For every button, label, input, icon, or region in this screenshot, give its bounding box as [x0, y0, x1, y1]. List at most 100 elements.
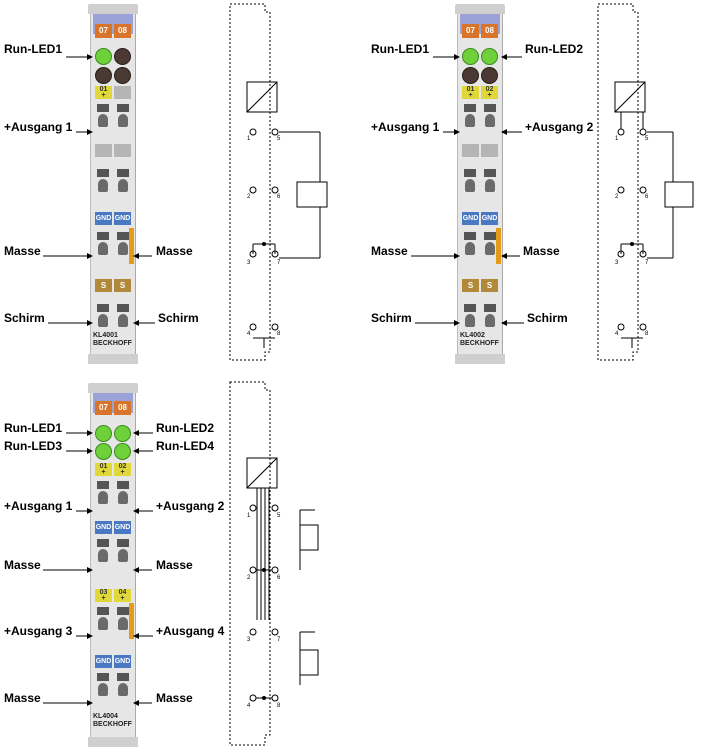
pin-number: 4 [247, 331, 251, 337]
pin-number: 3 [615, 260, 619, 266]
label-ausgang2: +Ausgang 2 [156, 499, 225, 513]
label-run-led1: Run-LED1 [371, 42, 429, 56]
terminal-contact[interactable] [462, 304, 478, 328]
run-led-1 [95, 425, 112, 442]
run-led-3 [95, 443, 112, 460]
header-tag: 07 [462, 24, 479, 38]
tag-num: 03 [99, 589, 108, 596]
side-strip [129, 603, 134, 639]
top-cap [455, 4, 505, 14]
pin-number: 8 [277, 703, 281, 709]
led-off [481, 67, 498, 84]
terminal-contact[interactable] [115, 169, 131, 193]
pin-number: 6 [645, 194, 649, 200]
pin-number: 1 [247, 136, 251, 142]
isolation-symbol [246, 81, 278, 113]
terminal-contact[interactable] [482, 304, 498, 328]
brand-label: BECKHOFF [93, 340, 132, 347]
tag-sign: + [101, 469, 106, 476]
blank-tag [95, 144, 112, 157]
model-label: KL4004 [93, 713, 118, 720]
label-masse-right: Masse [156, 558, 193, 572]
terminal-point [271, 323, 279, 331]
output-tag: 01+ [95, 86, 112, 99]
terminal-contact[interactable] [115, 607, 131, 631]
label-schirm-right: Schirm [527, 311, 568, 325]
label-ausgang3: +Ausgang 3 [4, 624, 73, 638]
terminal-contact[interactable] [95, 539, 111, 563]
outline [229, 381, 271, 746]
pin-number: 5 [277, 513, 281, 519]
terminal-contact[interactable] [115, 232, 131, 256]
tag-num: 02 [485, 86, 494, 93]
terminal-contact[interactable] [115, 673, 131, 697]
load-symbol [664, 181, 694, 208]
brand-label: BECKHOFF [93, 721, 132, 728]
blank-tag [114, 144, 131, 157]
isolation-symbol [614, 81, 646, 113]
pin-number: 1 [247, 513, 251, 519]
terminal-point [249, 323, 257, 331]
tag-num: 01 [99, 86, 108, 93]
label-masse-left: Masse [4, 691, 41, 705]
blank-tag [114, 86, 131, 99]
header-tag: 07 [95, 401, 112, 415]
terminal-point [271, 504, 279, 512]
terminal-contact[interactable] [462, 232, 478, 256]
terminal-point [249, 566, 257, 574]
terminal-contact[interactable] [482, 232, 498, 256]
label-run-led3: Run-LED3 [4, 439, 62, 453]
terminal-point [639, 128, 647, 136]
terminal-contact[interactable] [462, 169, 478, 193]
terminal-point [639, 323, 647, 331]
led-off [114, 67, 131, 84]
pin-number: 5 [645, 136, 649, 142]
pin-number: 4 [615, 331, 619, 337]
outline [229, 3, 271, 361]
terminal-contact[interactable] [95, 104, 111, 128]
side-strip [129, 228, 134, 264]
terminal-contact[interactable] [482, 104, 498, 128]
terminal-point [617, 186, 625, 194]
terminal-point [249, 504, 257, 512]
terminal-point [639, 186, 647, 194]
terminal-contact[interactable] [462, 104, 478, 128]
terminal-contact[interactable] [482, 169, 498, 193]
label-run-led1: Run-LED1 [4, 421, 62, 435]
model-label: KL4001 [93, 332, 118, 339]
pin-number: 7 [277, 260, 281, 266]
led-off [95, 67, 112, 84]
header-tag: 08 [481, 24, 498, 38]
output-tag: 01+ [95, 463, 112, 476]
header-tag: 08 [114, 24, 131, 38]
terminal-point [617, 323, 625, 331]
terminal-contact[interactable] [95, 607, 111, 631]
blank-tag [481, 144, 498, 157]
label-run-led1: Run-LED1 [4, 42, 62, 56]
bottom-cap [455, 354, 505, 364]
terminal-contact[interactable] [95, 232, 111, 256]
run-led-4 [114, 443, 131, 460]
brand-label: BECKHOFF [460, 340, 499, 347]
label-schirm-left: Schirm [4, 311, 45, 325]
terminal-kl4002: 07 08 01+ 02+ GND GND S S KL4002 BECKHOF… [455, 4, 505, 364]
pin-number: 3 [247, 260, 251, 266]
label-ausgang4: +Ausgang 4 [156, 624, 225, 638]
label-masse-left: Masse [4, 244, 41, 258]
tag-num: 02 [118, 463, 127, 470]
terminal-contact[interactable] [95, 169, 111, 193]
output-tag: 02+ [481, 86, 498, 99]
terminal-contact[interactable] [115, 304, 131, 328]
terminal-contact[interactable] [115, 539, 131, 563]
gnd-tag: GND [114, 655, 131, 668]
blank-tag [462, 144, 479, 157]
terminal-contact[interactable] [95, 673, 111, 697]
terminal-contact[interactable] [115, 481, 131, 505]
terminal-contact[interactable] [95, 304, 111, 328]
terminal-kl4004: 07 08 01+ 02+ GND GND 03+ 04+ GND GND KL… [88, 383, 138, 747]
terminal-contact[interactable] [95, 481, 111, 505]
terminal-kl4001: 07 08 01+ GND GND S S KL4001 BECKHOFF [88, 4, 138, 364]
terminal-point [271, 566, 279, 574]
terminal-contact[interactable] [115, 104, 131, 128]
